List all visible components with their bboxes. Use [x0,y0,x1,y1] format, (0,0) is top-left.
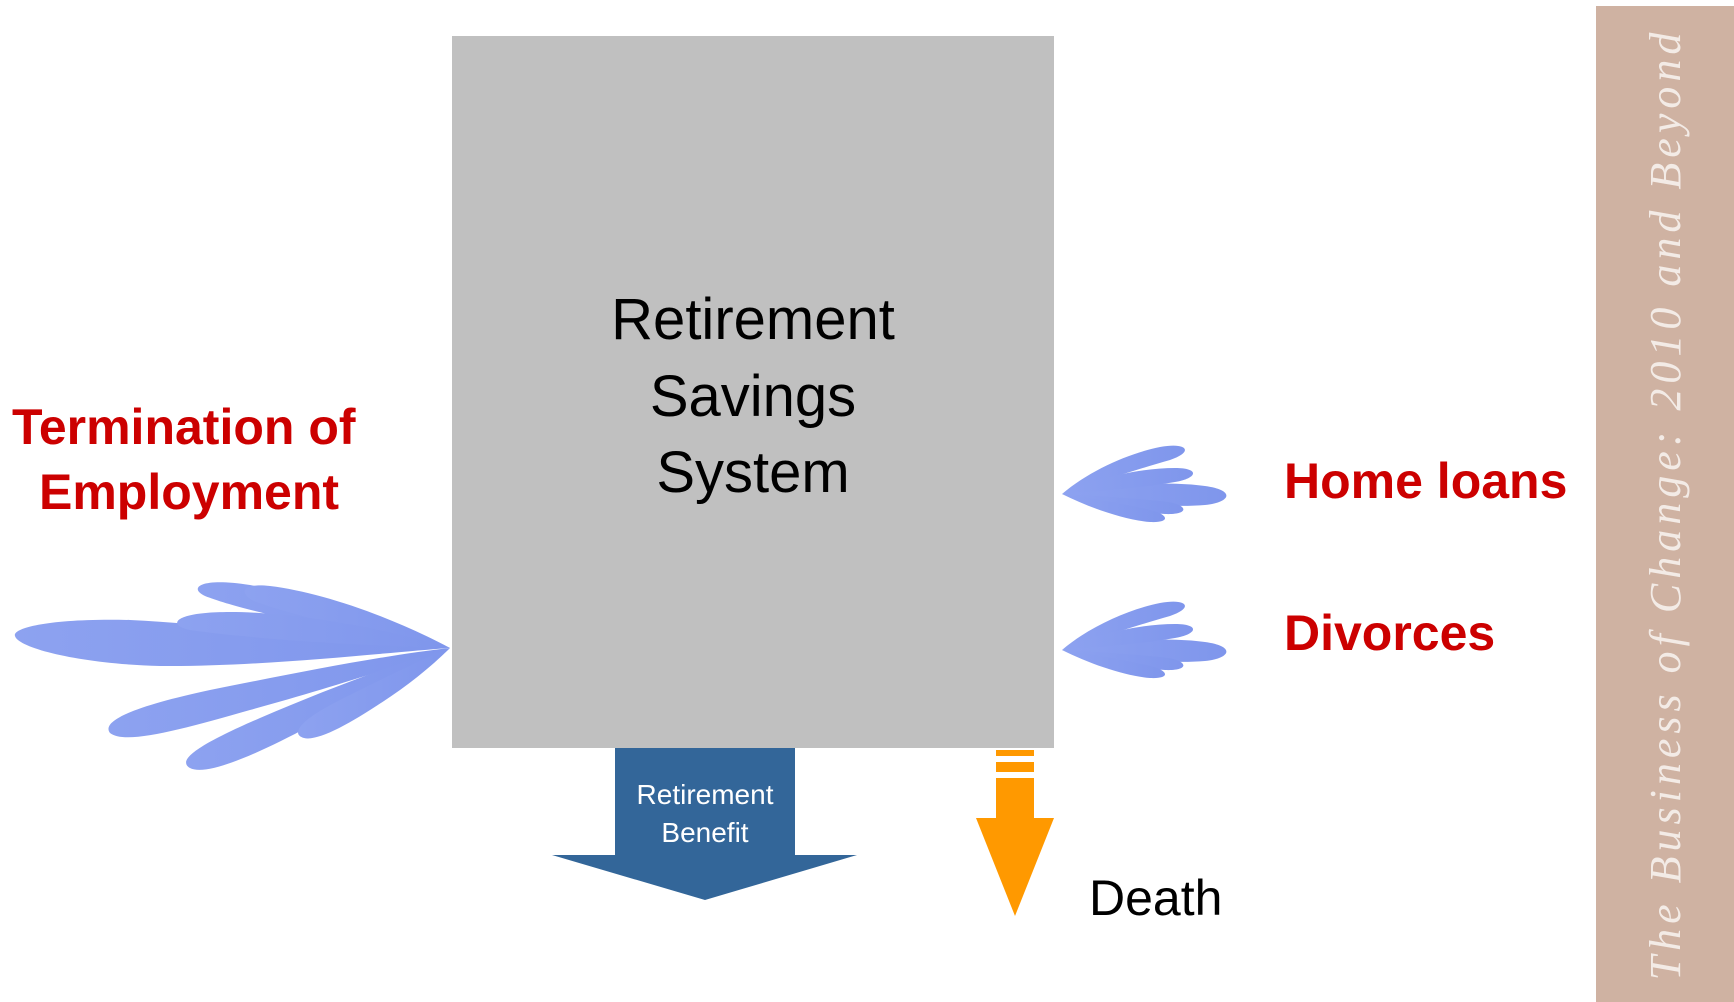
termination-label-line-2: Employment [39,464,339,520]
box-title-line-3: System [656,440,849,505]
leak-petal [14,619,450,667]
benefit-label-line-2: Benefit [661,817,748,848]
divorces-label: Divorces [1284,605,1495,661]
leak-petal [1062,494,1166,523]
death-arrow-stripe [996,750,1034,756]
leak-petal [1062,624,1194,650]
divorces-leak-icon [1062,601,1227,679]
box-title-line-2: Savings [650,364,856,429]
death-label: Death [1089,870,1222,926]
death-arrow-stripe [996,762,1034,772]
leak-petal [244,585,450,648]
death-arrow-shaft [996,778,1034,818]
side-banner-text: The Business of Change: 2010 and Beyond [1641,28,1690,981]
death-arrow-head [976,818,1054,916]
leak-petal [1062,468,1194,494]
retirement-benefit-arrow [552,748,857,900]
leak-petal [1062,650,1166,679]
leak-petal [298,648,450,739]
leak-petal [177,612,451,648]
box-title-line-1: Retirement [611,287,895,352]
death-arrow [976,750,1054,916]
retirement-savings-box [452,36,1054,748]
home-loans-label: Home loans [1284,453,1567,509]
termination-leak-icon [14,582,451,770]
benefit-label-line-1: Retirement [637,779,774,810]
termination-label-line-1: Termination of [12,399,356,455]
side-banner [1596,6,1734,1002]
leak-petal [108,648,450,738]
home-loans-leak-icon [1062,445,1227,523]
